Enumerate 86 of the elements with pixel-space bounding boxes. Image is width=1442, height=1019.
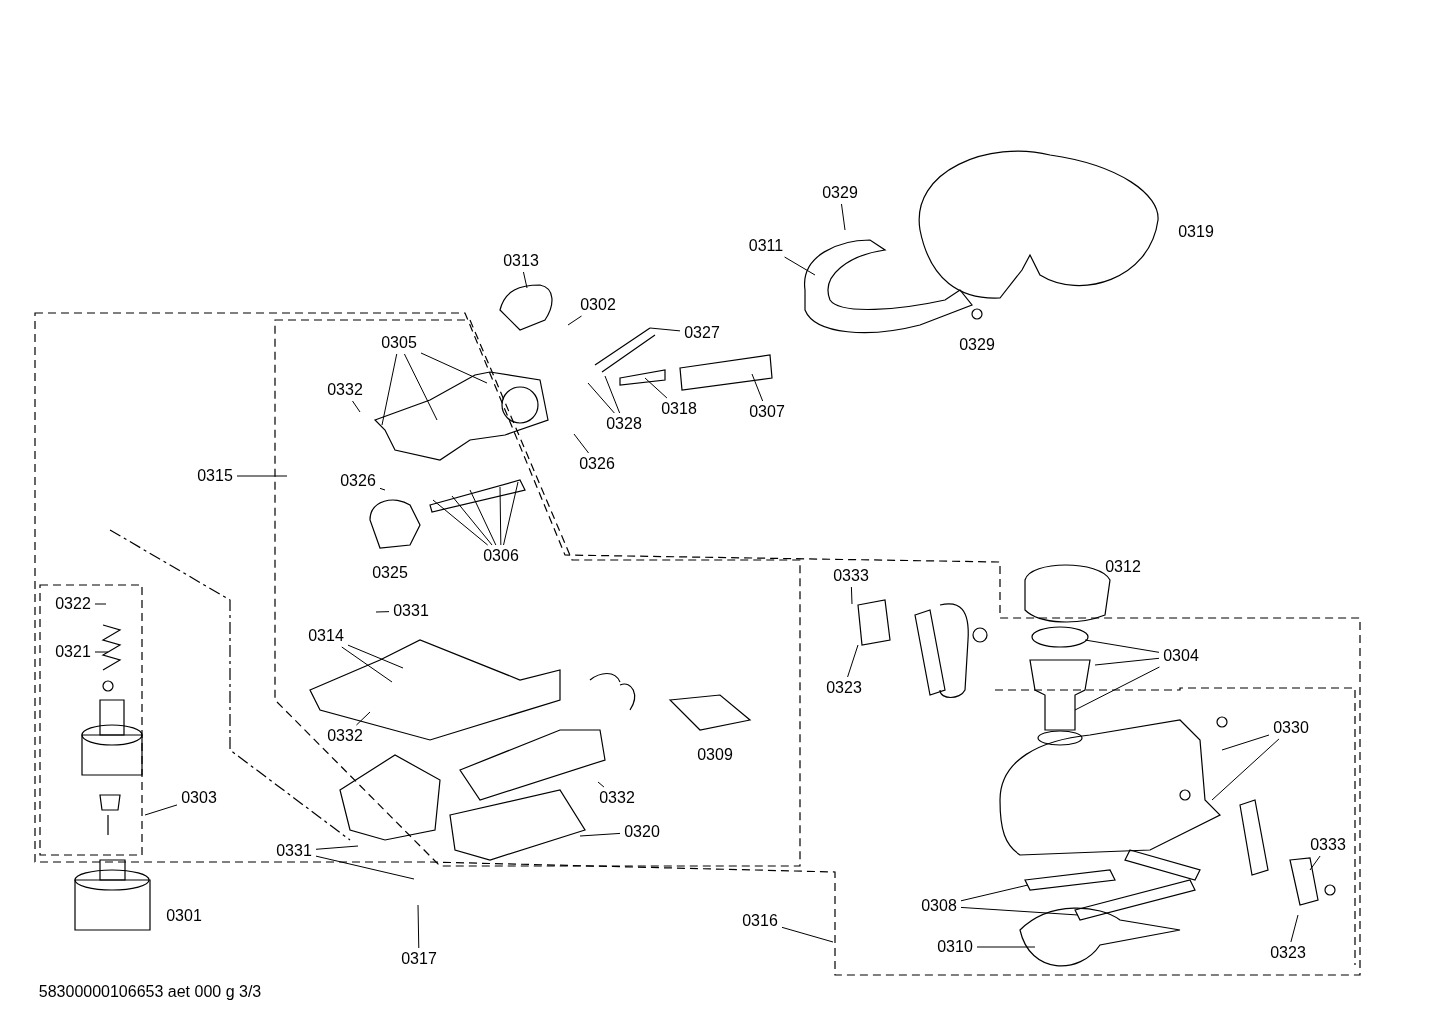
leader-line: [1074, 666, 1160, 711]
leader-line: [522, 271, 528, 289]
leader-line: [381, 353, 398, 426]
callout-number: 0316: [742, 912, 778, 930]
callout-number: 0320: [624, 823, 660, 841]
leader-line: [587, 382, 615, 414]
callout-number: 0302: [580, 296, 616, 314]
leader-line: [1084, 639, 1160, 653]
leader-line: [503, 481, 519, 546]
callout-number: 0304: [1163, 647, 1199, 665]
callout-number: 0306: [483, 547, 519, 565]
leader-line: [841, 203, 846, 231]
callout-number: 0332: [599, 789, 635, 807]
leader-line: [355, 711, 371, 726]
leader-line: [567, 315, 582, 326]
leader-line: [352, 400, 361, 413]
leader-line: [1309, 855, 1321, 871]
callout-number: 0326: [579, 455, 615, 473]
callout-number: 0333: [1310, 836, 1346, 854]
callout-number: 0330: [1273, 719, 1309, 737]
callout-number: 0312: [1105, 558, 1141, 576]
leader-line: [784, 256, 816, 276]
leader-line: [976, 946, 1036, 948]
callout-number: 0307: [749, 403, 785, 421]
leader-line: [379, 487, 386, 491]
leader-line: [403, 353, 438, 421]
callout-number: 0318: [661, 400, 697, 418]
callout-number: 0313: [503, 252, 539, 270]
leader-line: [579, 832, 621, 837]
leader-line: [469, 489, 497, 546]
callout-number: 0322: [55, 595, 91, 613]
callout-number: 0303: [181, 789, 217, 807]
callout-number: 0332: [327, 381, 363, 399]
leader-line: [315, 845, 359, 850]
callout-number: 0315: [197, 467, 233, 485]
leader-line: [573, 433, 590, 454]
callout-number: 0314: [308, 627, 344, 645]
leader-line: [315, 855, 415, 880]
callout-number: 0321: [55, 643, 91, 661]
leader-line: [375, 611, 390, 613]
callout-number: 0331: [393, 602, 429, 620]
callout-number: 0305: [381, 334, 417, 352]
leader-line: [1094, 657, 1160, 666]
callout-number: 0323: [826, 679, 862, 697]
leader-line: [847, 644, 859, 678]
callout-number: 0331: [276, 842, 312, 860]
drawing-reference-number: 58300000106653 aet 000 g 3/3: [38, 983, 262, 1001]
leader-line: [420, 352, 488, 384]
leader-line: [1211, 738, 1280, 801]
callout-number: 0327: [684, 324, 720, 342]
leader-line: [649, 327, 681, 332]
leader-line: [236, 475, 288, 477]
callout-number: 0326: [340, 472, 376, 490]
leader-line: [960, 906, 1079, 916]
leader-line: [94, 651, 109, 653]
callout-number: 0325: [372, 564, 408, 582]
leader-line: [451, 495, 493, 546]
leader-line: [341, 646, 393, 683]
leader-line: [751, 373, 764, 402]
leader-line: [347, 644, 404, 669]
callout-number: 0308: [921, 897, 957, 915]
leader-line: [94, 603, 107, 605]
callout-number: 0329: [822, 184, 858, 202]
leader-line: [960, 884, 1029, 902]
leader-line: [432, 499, 489, 546]
leader-line: [597, 781, 605, 788]
leader-line: [1290, 914, 1299, 943]
callout-number: 0317: [401, 950, 437, 968]
callout-number: 0311: [748, 237, 784, 255]
callout-number: 0328: [606, 415, 642, 433]
callout-number: 0332: [327, 727, 363, 745]
leader-line: [1221, 734, 1270, 751]
callout-number: 0323: [1270, 944, 1306, 962]
leader-line: [850, 586, 853, 605]
callout-number: 0333: [833, 567, 869, 585]
leader-line: [781, 926, 834, 943]
leader-line: [644, 377, 668, 399]
callout-number: 0301: [166, 907, 202, 925]
callout-number: 0329: [959, 336, 995, 354]
leader-line: [417, 904, 420, 949]
callout-number: 0319: [1178, 223, 1214, 241]
leader-line: [499, 486, 502, 546]
callout-number: 0310: [937, 938, 973, 956]
callout-number: 0309: [697, 746, 733, 764]
leader-line: [144, 804, 178, 816]
leader-line: [604, 375, 621, 414]
